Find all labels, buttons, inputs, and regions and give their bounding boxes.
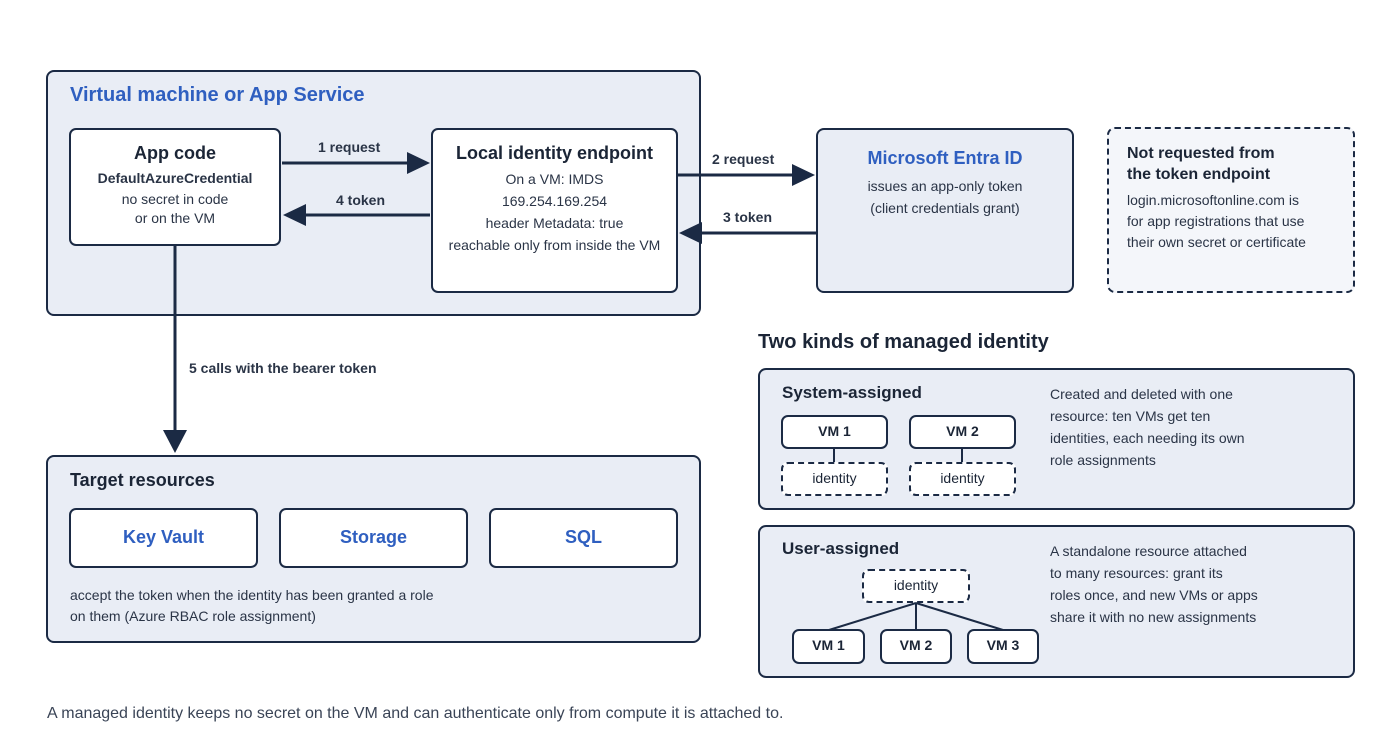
- user-link-3: [915, 602, 1004, 631]
- user-identity: identity: [862, 569, 970, 603]
- arrowhead-2: [792, 164, 815, 186]
- arrow-3-label: 3 token: [723, 209, 773, 225]
- user-link-1: [828, 602, 917, 631]
- note-line1: login.microsoftonline.com is: [1127, 192, 1299, 208]
- system-vm-1: VM 1: [781, 415, 888, 449]
- system-identity-1: identity: [781, 462, 888, 496]
- system-desc-3: identities, each needing its own: [1050, 430, 1245, 446]
- note-line2: for app registrations that use: [1127, 213, 1305, 229]
- user-vm-1: VM 1: [792, 629, 865, 664]
- endpoint-line4: reachable only from inside the VM: [448, 237, 661, 253]
- app-code-card: App code DefaultAzureCredential no secre…: [69, 128, 281, 246]
- entra-card: Microsoft Entra ID issues an app-only to…: [816, 128, 1074, 293]
- resource-storage: Storage: [279, 508, 468, 568]
- user-desc-4: share it with no new assignments: [1050, 609, 1257, 625]
- user-assigned-title: User-assigned: [782, 539, 900, 558]
- arrow-4-label: 4 token: [336, 192, 386, 208]
- system-desc-2: resource: ten VMs get ten: [1050, 408, 1211, 424]
- app-code-title: App code: [133, 143, 216, 163]
- arrowhead-5: [163, 430, 187, 453]
- user-vm-3: VM 3: [967, 629, 1039, 664]
- resource-key-vault: Key Vault: [69, 508, 258, 568]
- system-desc-1: Created and deleted with one: [1050, 386, 1233, 402]
- user-desc-2: to many resources: grant its: [1050, 565, 1223, 581]
- endpoint-card: Local identity endpoint On a VM: IMDS 16…: [431, 128, 678, 293]
- user-vm-2: VM 2: [880, 629, 952, 664]
- vm-panel-title: Virtual machine or App Service: [70, 84, 365, 106]
- app-code-line2: or on the VM: [134, 210, 216, 226]
- system-desc-4: role assignments: [1050, 452, 1156, 468]
- arrow-2-label: 2 request: [712, 151, 775, 167]
- not-requested-note: Not requested from the token endpoint lo…: [1107, 127, 1355, 293]
- endpoint-line1: On a VM: IMDS: [505, 171, 604, 187]
- arrowhead-1: [407, 152, 430, 174]
- footer-caption: A managed identity keeps no secret on th…: [47, 705, 784, 722]
- note-title-line1: Not requested from: [1127, 145, 1275, 162]
- resource-sql: SQL: [489, 508, 678, 568]
- endpoint-line3: header Metadata: true: [485, 215, 624, 231]
- app-code-credential: DefaultAzureCredential: [97, 170, 253, 186]
- arrowhead-3: [679, 222, 702, 244]
- arrow-5-label: 5 calls with the bearer token: [189, 360, 377, 376]
- note-title-line2: the token endpoint: [1127, 166, 1271, 183]
- entra-line1: issues an app-only token: [867, 178, 1023, 194]
- targets-desc-line2: on them (Azure RBAC role assignment): [70, 608, 316, 624]
- system-vm-2: VM 2: [909, 415, 1016, 449]
- system-identity-2: identity: [909, 462, 1016, 496]
- entra-line2: (client credentials grant): [870, 200, 1020, 216]
- target-resources-title: Target resources: [70, 470, 215, 490]
- user-desc-1: A standalone resource attached: [1050, 543, 1247, 559]
- kinds-heading: Two kinds of managed identity: [758, 331, 1049, 353]
- entra-title: Microsoft Entra ID: [867, 148, 1023, 168]
- arrowhead-4: [283, 204, 306, 226]
- app-code-line1: no secret in code: [121, 191, 229, 207]
- endpoint-title: Local identity endpoint: [456, 143, 653, 163]
- arrow-1-label: 1 request: [318, 139, 381, 155]
- endpoint-line2: 169.254.169.254: [501, 193, 608, 209]
- system-assigned-title: System-assigned: [782, 383, 922, 402]
- user-desc-3: roles once, and new VMs or apps: [1050, 587, 1258, 603]
- targets-desc-line1: accept the token when the identity has b…: [70, 587, 434, 603]
- note-line3: their own secret or certificate: [1127, 234, 1306, 250]
